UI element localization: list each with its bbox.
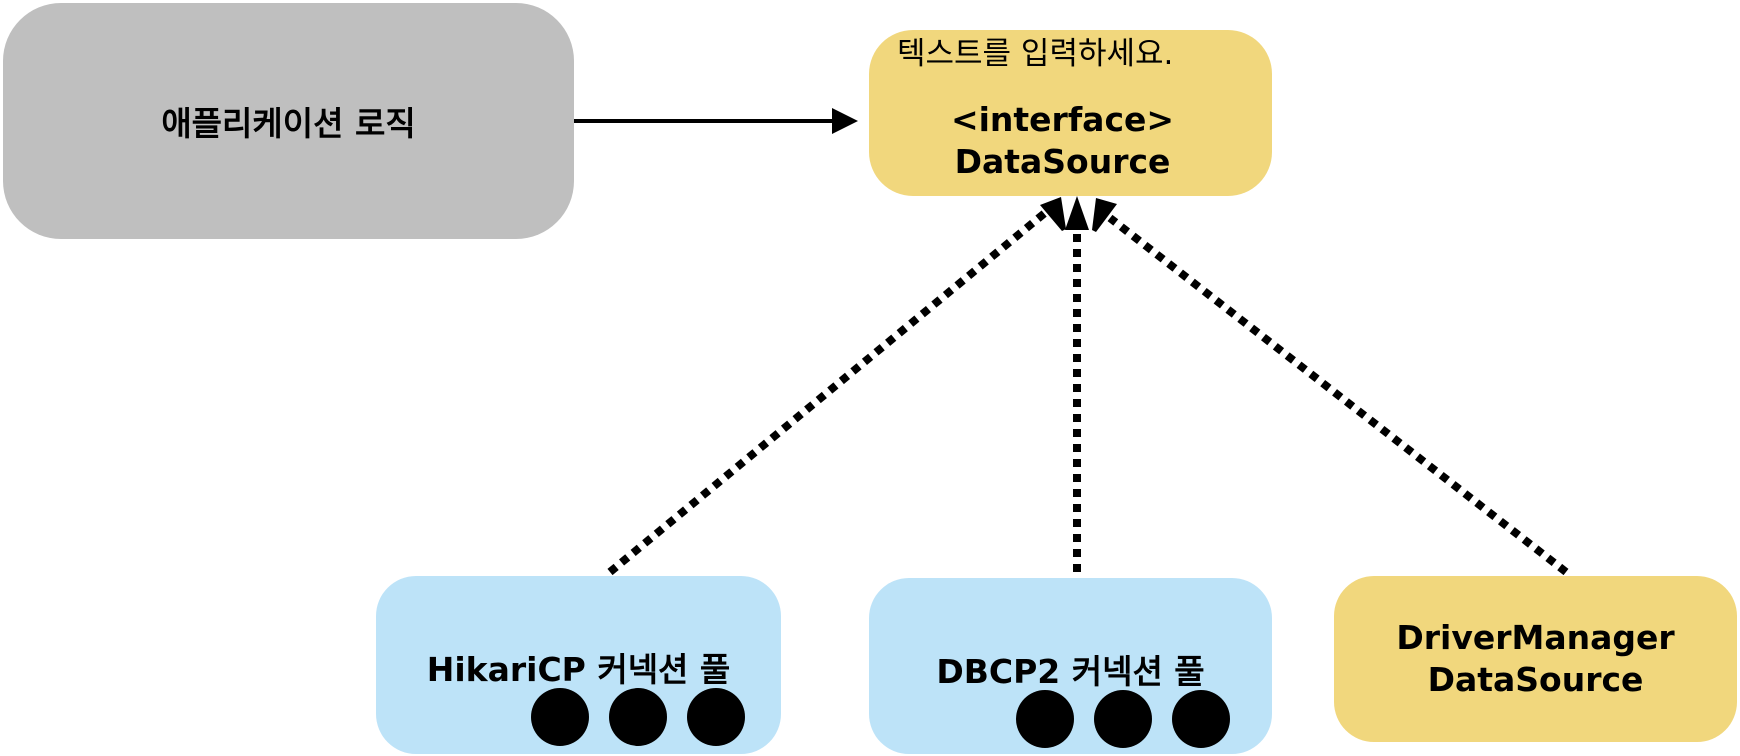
datasource-title: <interface> DataSource <box>951 99 1182 183</box>
text-placeholder[interactable]: 텍스트를 입력하세요. <box>897 36 1174 72</box>
drivermanager-datasource-box: DriverManager DataSource <box>1334 576 1737 742</box>
connection-dot <box>1094 690 1152 748</box>
datasource-name: DataSource <box>954 142 1171 181</box>
application-logic-box: 애플리케이션 로직 <box>3 3 574 239</box>
interface-stereotype: <interface> <box>950 100 1175 139</box>
hikaricp-pool-label: HikariCP 커넥션 풀 <box>426 650 731 689</box>
drivermanager-datasource-label: DataSource <box>1427 660 1644 699</box>
driver-arrowhead <box>1092 198 1117 232</box>
dbcp2-pool-label: DBCP2 커넥션 풀 <box>936 652 1205 691</box>
connection-dot <box>609 688 667 746</box>
application-logic-label: 애플리케이션 로직 <box>161 104 416 143</box>
driver-implements-line <box>1107 214 1569 576</box>
connection-dot <box>1172 690 1230 748</box>
connection-dot <box>687 688 745 746</box>
uses-arrowhead <box>832 108 858 134</box>
hikari-implements-line <box>607 208 1049 576</box>
connection-dot <box>1016 690 1074 748</box>
datasource-interface-box: 텍스트를 입력하세요. <interface> DataSource <box>869 30 1272 196</box>
hikari-arrowhead <box>1040 197 1066 231</box>
dbcp-arrowhead <box>1065 196 1089 230</box>
connection-dot <box>531 688 589 746</box>
drivermanager-label: DriverManager <box>1396 618 1675 657</box>
